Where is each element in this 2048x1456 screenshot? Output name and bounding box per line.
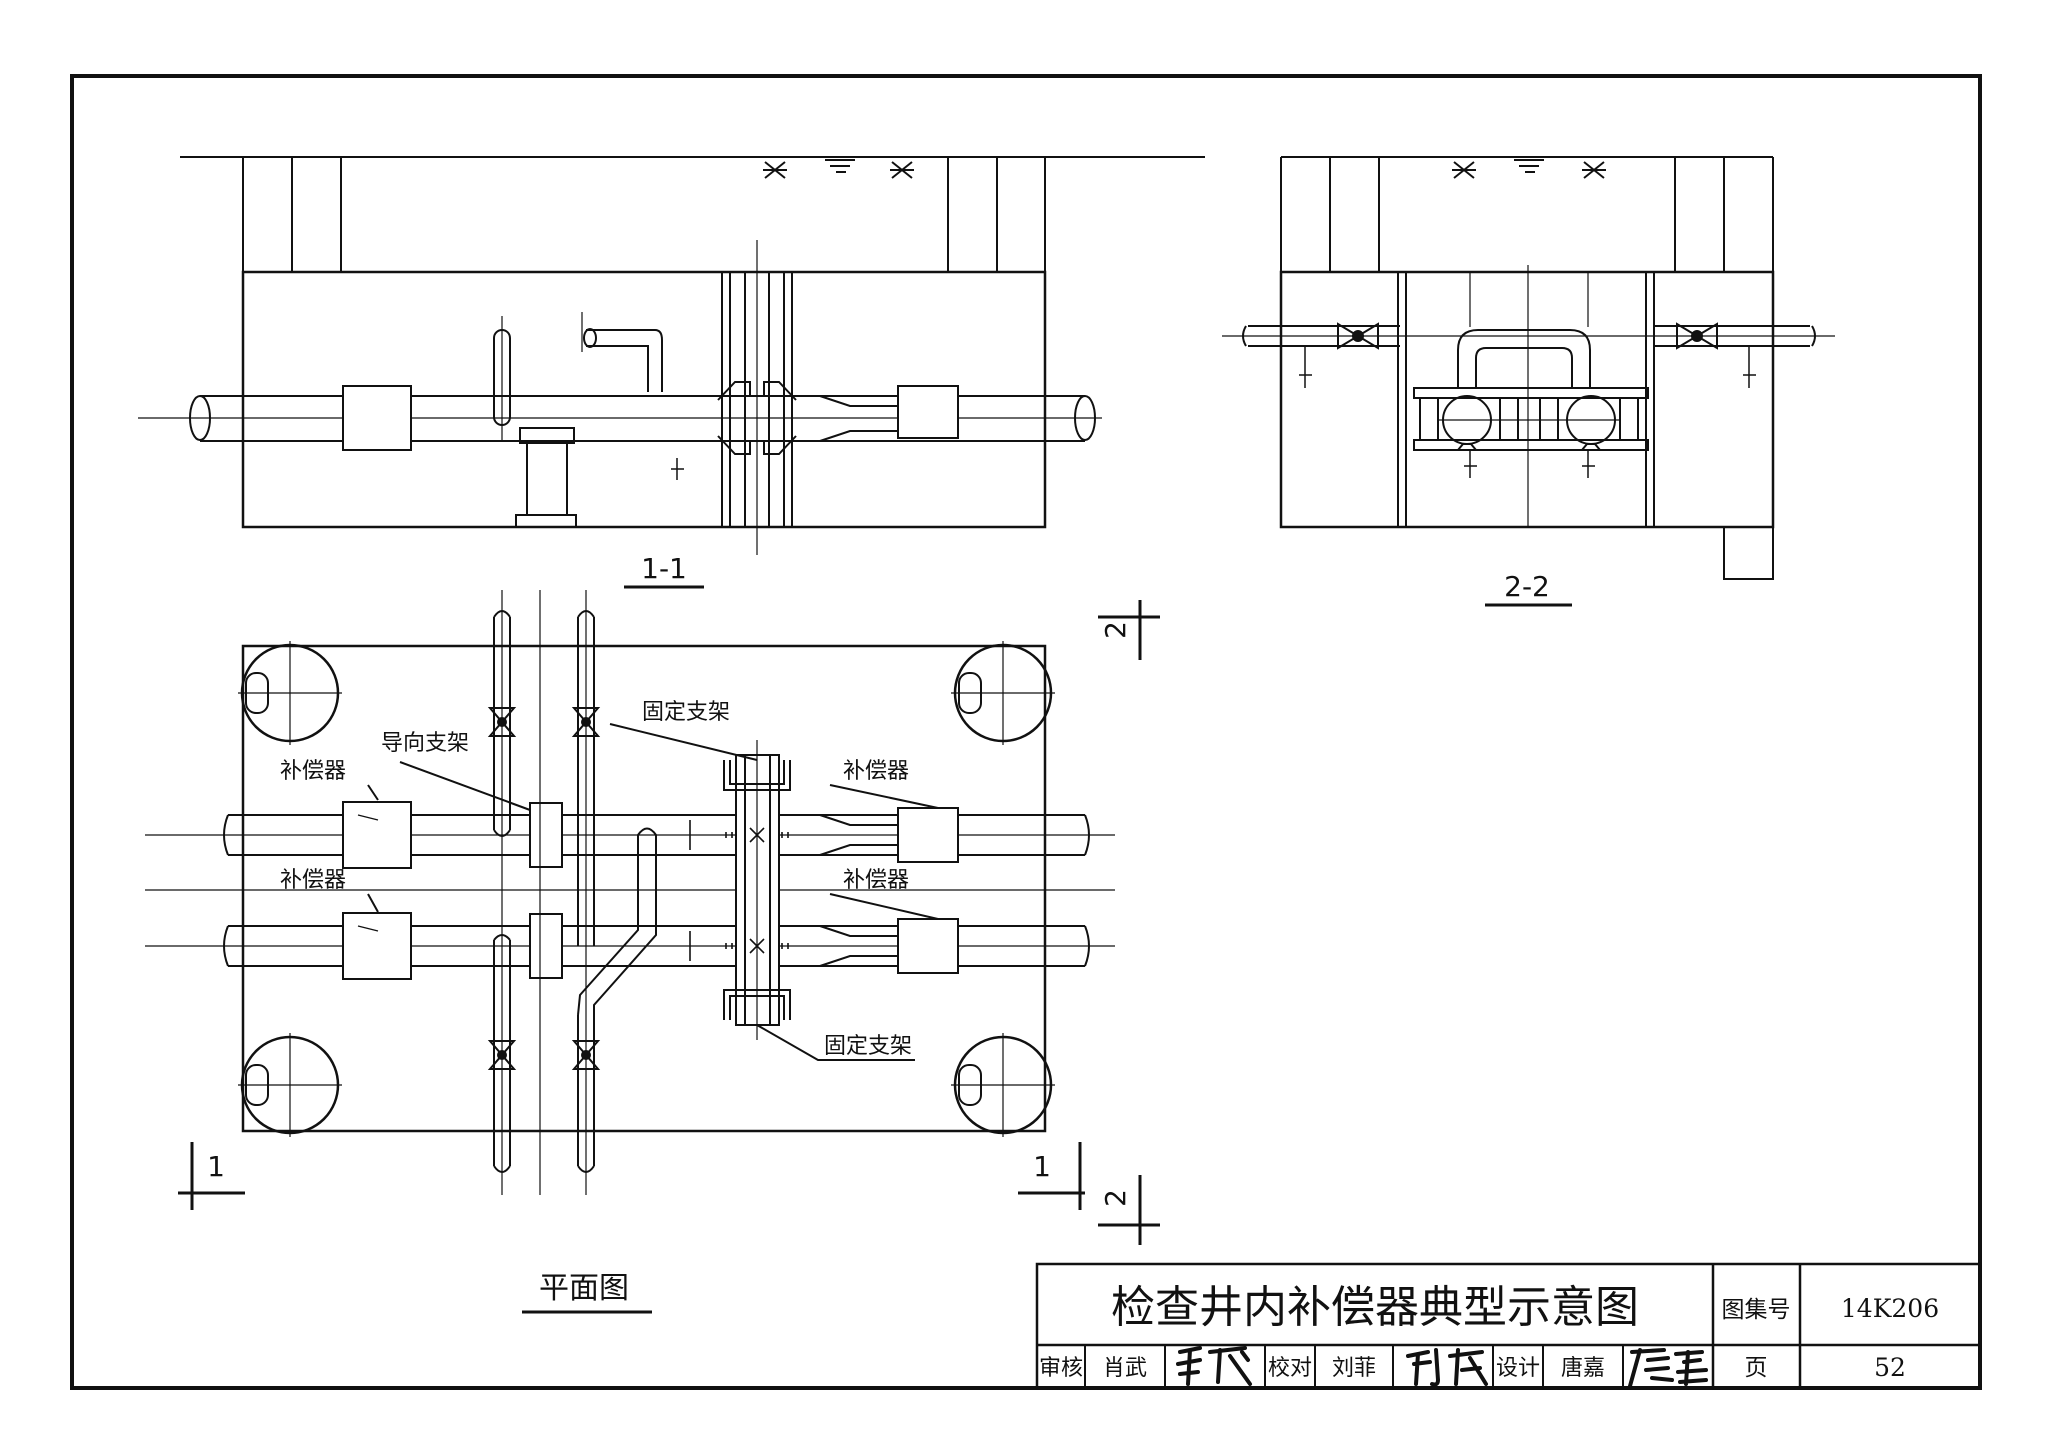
plan-valves xyxy=(489,707,599,1070)
page-label: 页 xyxy=(1745,1355,1768,1381)
checker-name: 刘菲 xyxy=(1332,1356,1376,1381)
design-label: 设计 xyxy=(1496,1356,1540,1381)
designer-name: 唐嘉 xyxy=(1561,1356,1605,1381)
callout-compensator-upper-left: 补偿器 xyxy=(280,759,346,784)
cut-marker-1-left-label: 1 xyxy=(207,1150,225,1183)
section-1-1-view xyxy=(138,156,1205,555)
atlas-label: 图集号 xyxy=(1722,1297,1791,1323)
cut-marker-2-top xyxy=(1098,600,1160,660)
reviewer-signature xyxy=(1176,1346,1252,1386)
callout-fixed-support-bottom: 固定支架 xyxy=(824,1034,912,1059)
cut-marker-1-right-label: 1 xyxy=(1033,1150,1051,1183)
ground-marks-1-1 xyxy=(762,159,915,179)
cut-marker-2-top-label: 2 xyxy=(1099,621,1132,639)
callout-compensator-upper-right: 补偿器 xyxy=(843,759,909,784)
ground-marks-2-2 xyxy=(1451,159,1607,179)
page-number: 52 xyxy=(1874,1353,1906,1382)
section-1-1-label: 1-1 xyxy=(641,552,687,585)
atlas-number: 14K206 xyxy=(1841,1294,1939,1323)
plan-view xyxy=(145,590,1115,1195)
section-2-2-view xyxy=(1222,156,1835,580)
section-2-2-label: 2-2 xyxy=(1504,570,1550,603)
cut-marker-2-bottom-label: 2 xyxy=(1099,1189,1132,1207)
callout-guide-support: 导向支架 xyxy=(381,731,469,756)
designer-signature xyxy=(1628,1348,1708,1388)
cut-marker-1-right xyxy=(1018,1142,1085,1210)
callout-compensator-lower-right: 补偿器 xyxy=(843,868,909,893)
drawing-title: 检查井内补偿器典型示意图 xyxy=(1111,1282,1639,1333)
cut-marker-1-left xyxy=(178,1142,245,1210)
check-label: 校对 xyxy=(1268,1356,1312,1381)
cut-marker-2-bottom xyxy=(1098,1175,1160,1245)
reviewer-name: 肖武 xyxy=(1103,1356,1147,1381)
callout-compensator-lower-left: 补偿器 xyxy=(280,868,346,893)
sheet-frame xyxy=(70,74,1982,1390)
title-block xyxy=(1035,1262,1982,1390)
checker-signature xyxy=(1406,1348,1488,1387)
review-label: 审核 xyxy=(1039,1356,1083,1381)
callout-fixed-support-top: 固定支架 xyxy=(642,700,730,725)
plan-view-label: 平面图 xyxy=(539,1271,629,1306)
